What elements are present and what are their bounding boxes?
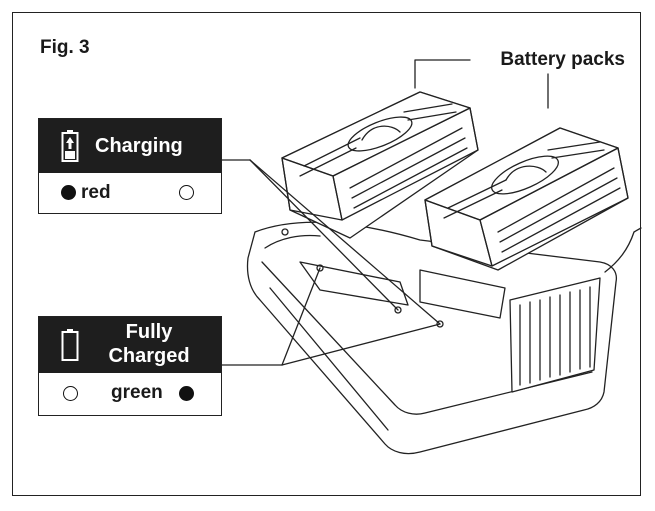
- indicator-leaders: [221, 159, 441, 366]
- fully-charged-color-label: green: [111, 382, 163, 403]
- indicator-dot-off: [179, 185, 194, 200]
- fully-charged-title-line2: Charged: [108, 345, 190, 367]
- fully-charged-legend-header: Fully Charged: [39, 317, 221, 373]
- fully-charged-legend: Fully Charged green: [38, 316, 222, 416]
- battery-packs-callout: Battery packs: [500, 49, 625, 70]
- figure-frame: [12, 12, 641, 496]
- battery-pack-right: [424, 127, 629, 271]
- fully-charged-indicator-row: green: [39, 373, 221, 413]
- charging-legend-header: Charging: [39, 119, 221, 173]
- charging-indicator-row: red: [39, 173, 221, 213]
- indicator-dot-off: [63, 386, 78, 401]
- charger-base: [246, 221, 642, 455]
- charging-title: Charging: [95, 135, 183, 157]
- battery-pack-left: [281, 91, 479, 239]
- battery-charging-icon: [61, 130, 79, 162]
- charger-vents: [509, 277, 601, 393]
- indicator-dot-on: [179, 386, 194, 401]
- indicator-dot-on: [61, 185, 76, 200]
- figure-label: Fig. 3: [40, 37, 90, 58]
- callout-leaders: [414, 59, 549, 109]
- battery-empty-icon: [61, 329, 79, 361]
- charging-legend: Charging red: [38, 118, 222, 214]
- fully-charged-title-line1: Fully: [125, 321, 173, 343]
- charging-color-label: red: [81, 182, 111, 203]
